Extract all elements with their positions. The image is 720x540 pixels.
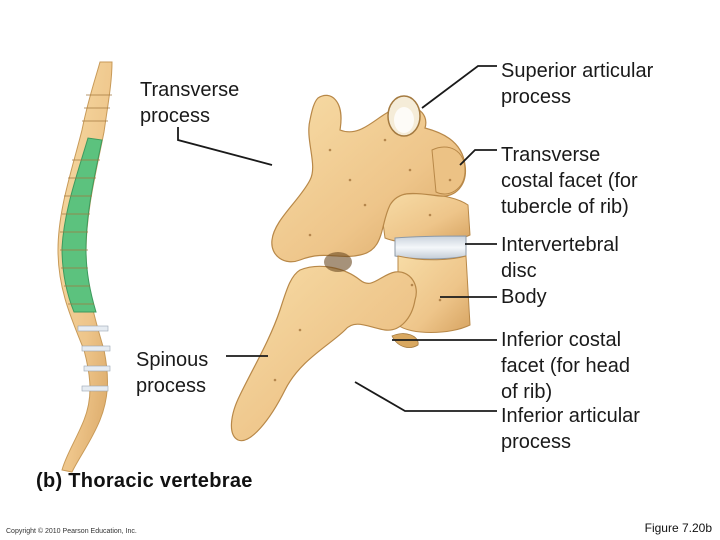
transverse-costal-facet xyxy=(431,146,466,195)
label-line: process xyxy=(140,105,211,127)
label-intervertebral-disc: Intervertebral disc xyxy=(501,232,619,284)
label-line: Inferior articular xyxy=(501,405,640,427)
leader-lines xyxy=(177,65,497,412)
label-transverse-costal-facet: Transverse costal facet (for tubercle of… xyxy=(501,142,638,220)
label-line: Superior articular xyxy=(501,60,654,82)
leader-inferior-articular xyxy=(354,381,497,412)
label-line: Spinous xyxy=(136,349,209,371)
intervertebral-disc xyxy=(394,235,467,260)
thoracic-region xyxy=(61,137,103,313)
label-line: process xyxy=(136,375,207,397)
intervertebral-foramen xyxy=(324,252,352,272)
label-line: disc xyxy=(501,260,537,282)
label-line: costal facet (for xyxy=(501,170,638,192)
label-line: Body xyxy=(501,286,547,308)
copyright-notice: Copyright © 2010 Pearson Education, Inc. xyxy=(6,528,137,535)
label-line: Inferior costal xyxy=(501,329,622,351)
leader-superior-articular xyxy=(421,65,497,109)
label-line: process xyxy=(501,86,572,108)
label-line: process xyxy=(501,431,572,453)
label-inferior-costal-facet: Inferior costal facet (for head of rib) xyxy=(501,327,630,405)
label-line: Transverse xyxy=(501,144,601,166)
label-transverse-process: Transverse process xyxy=(140,77,239,129)
label-superior-articular-process: Superior articular process xyxy=(501,58,653,110)
leader-transverse-costal xyxy=(459,149,497,166)
thoracic-vertebrae-detail xyxy=(230,94,471,442)
figure-caption: (b) Thoracic vertebrae xyxy=(36,470,253,492)
leader-transverse-process xyxy=(177,127,273,166)
lower-process-mass xyxy=(230,265,417,442)
label-line: Intervertebral xyxy=(501,234,619,256)
label-line: of rib) xyxy=(501,381,553,403)
label-line: facet (for head xyxy=(501,355,630,377)
label-inferior-articular-process: Inferior articular process xyxy=(501,403,640,455)
figure-number: Figure 7.20b xyxy=(644,521,712,535)
vertebral-column xyxy=(57,61,113,473)
label-line: tubercle of rib) xyxy=(501,196,629,218)
lumbar-discs xyxy=(77,325,111,392)
lower-vertebral-body xyxy=(397,255,471,333)
label-spinous-process: Spinous process xyxy=(136,347,208,399)
column-segments xyxy=(60,94,112,305)
label-body: Body xyxy=(501,284,547,310)
label-line: Transverse xyxy=(140,79,240,101)
